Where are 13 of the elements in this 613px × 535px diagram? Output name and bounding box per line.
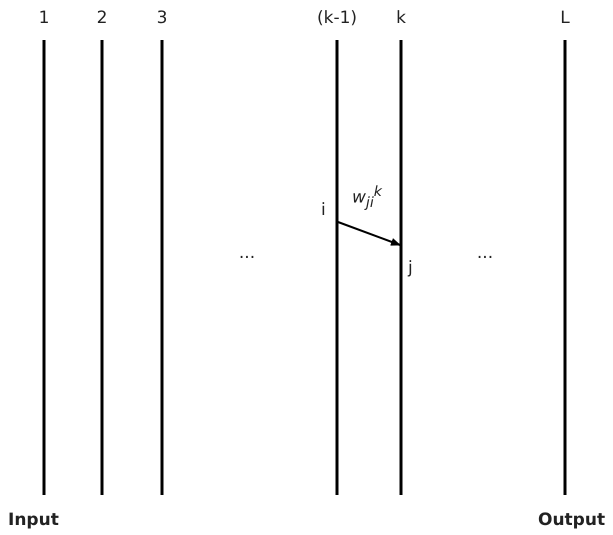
neuron-label: i (321, 200, 326, 220)
weight-arrow (338, 221, 401, 246)
output-label: Output (538, 510, 606, 530)
neuron-label: j (408, 258, 413, 278)
layer-number: 3 (156, 8, 168, 28)
ellipsis: ... (476, 243, 494, 263)
ellipsis: ... (238, 243, 256, 263)
layer-number: (k-1) (316, 8, 358, 28)
layer-number: L (560, 8, 570, 28)
layer-number: k (396, 8, 406, 28)
layer-number: 1 (38, 8, 50, 28)
input-label: Input (8, 510, 59, 530)
layer-number: 2 (96, 8, 108, 28)
